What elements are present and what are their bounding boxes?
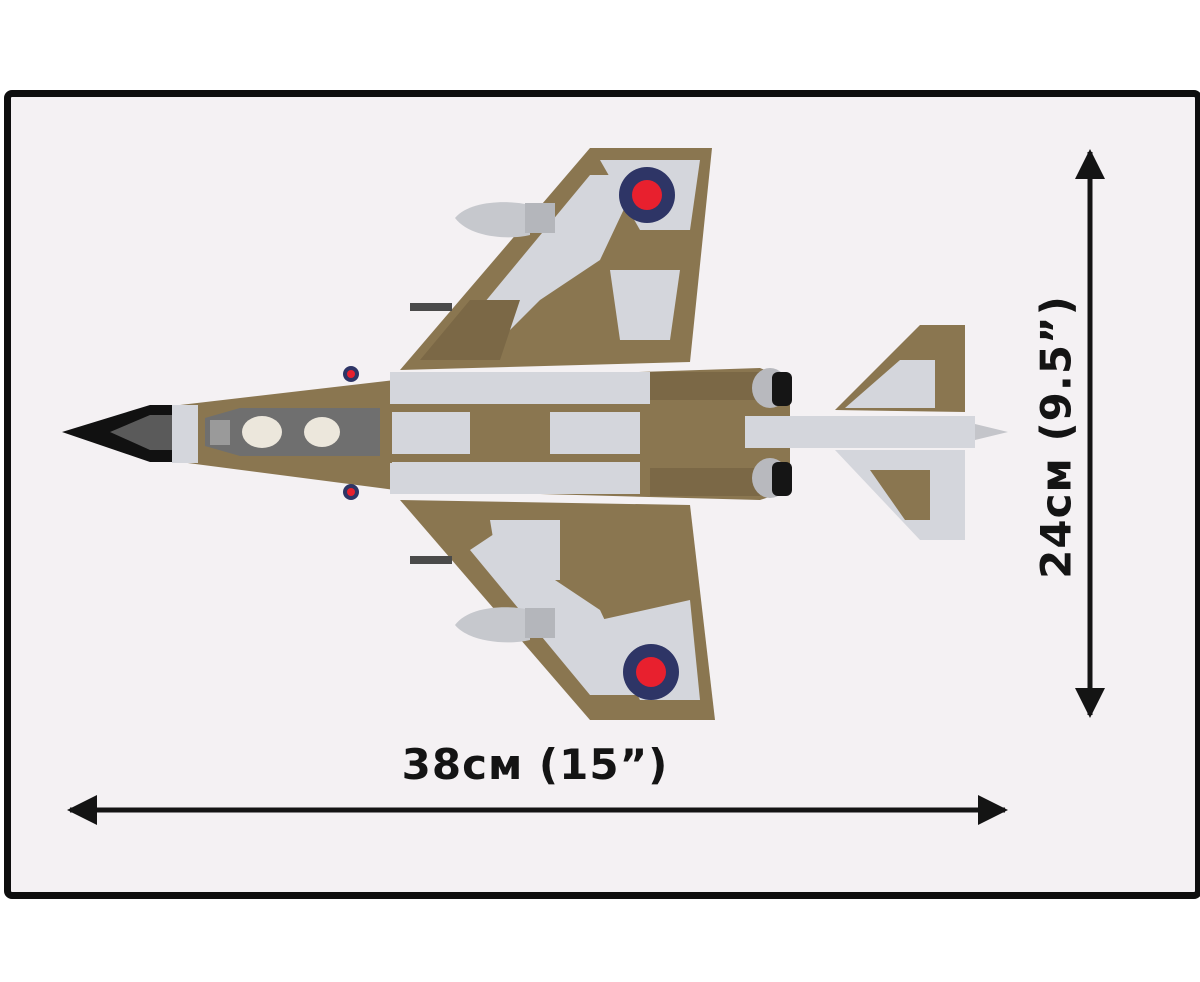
aircraft-model — [62, 148, 1008, 720]
lower-drop-tank — [455, 607, 555, 643]
roundel-lower — [623, 644, 679, 700]
upper-drop-tank — [455, 202, 555, 238]
roundel-upper — [619, 167, 675, 223]
height-dimension-label: 24см (9.5”) — [1031, 295, 1081, 579]
width-dimension-label: 38см (15”) — [401, 740, 669, 789]
